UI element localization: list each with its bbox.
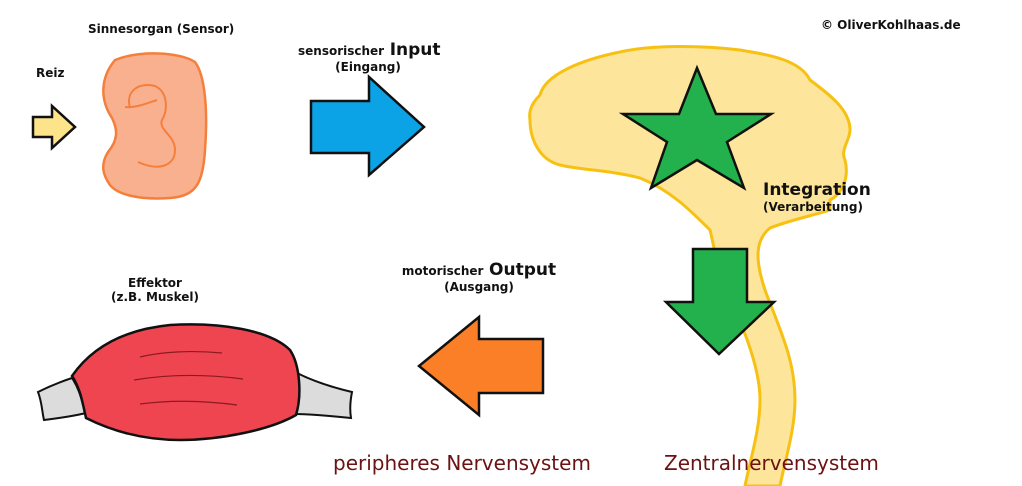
stimulus-label: Reiz (36, 66, 65, 80)
input-keyword: Input (389, 40, 441, 60)
output-label: motorischer Output (Ausgang) (394, 260, 564, 294)
integration-down-arrow (662, 247, 778, 356)
output-prefix: motorischer (401, 264, 484, 278)
integration-sub: (Verarbeitung) (763, 200, 863, 214)
input-arrow (309, 74, 426, 178)
copyright-text: © OliverKohlhaas.de (821, 18, 961, 32)
effector-label: Effektor (z.B. Muskel) (100, 276, 210, 304)
sensor-label: Sinnesorgan (Sensor) (88, 22, 235, 36)
brain-shape (528, 44, 852, 486)
star-icon (618, 64, 776, 191)
input-prefix: sensorischer (298, 44, 385, 58)
ear-icon (102, 52, 208, 200)
integration-label: Integration (Verarbeitung) (763, 180, 871, 214)
region-peripheral: peripheres Nervensystem (333, 451, 591, 475)
muscle-icon (36, 323, 354, 442)
output-keyword: Output (489, 260, 557, 280)
effector-title: Effektor (128, 276, 182, 290)
stimulus-arrow (31, 103, 77, 151)
output-arrow (417, 314, 545, 418)
effector-sub: (z.B. Muskel) (111, 290, 199, 304)
input-sub: (Eingang) (335, 60, 401, 74)
region-central: Zentralnervensystem (664, 451, 879, 475)
integration-title: Integration (763, 180, 871, 200)
input-label: sensorischer Input (Eingang) (298, 40, 441, 74)
output-sub: (Ausgang) (444, 280, 514, 294)
